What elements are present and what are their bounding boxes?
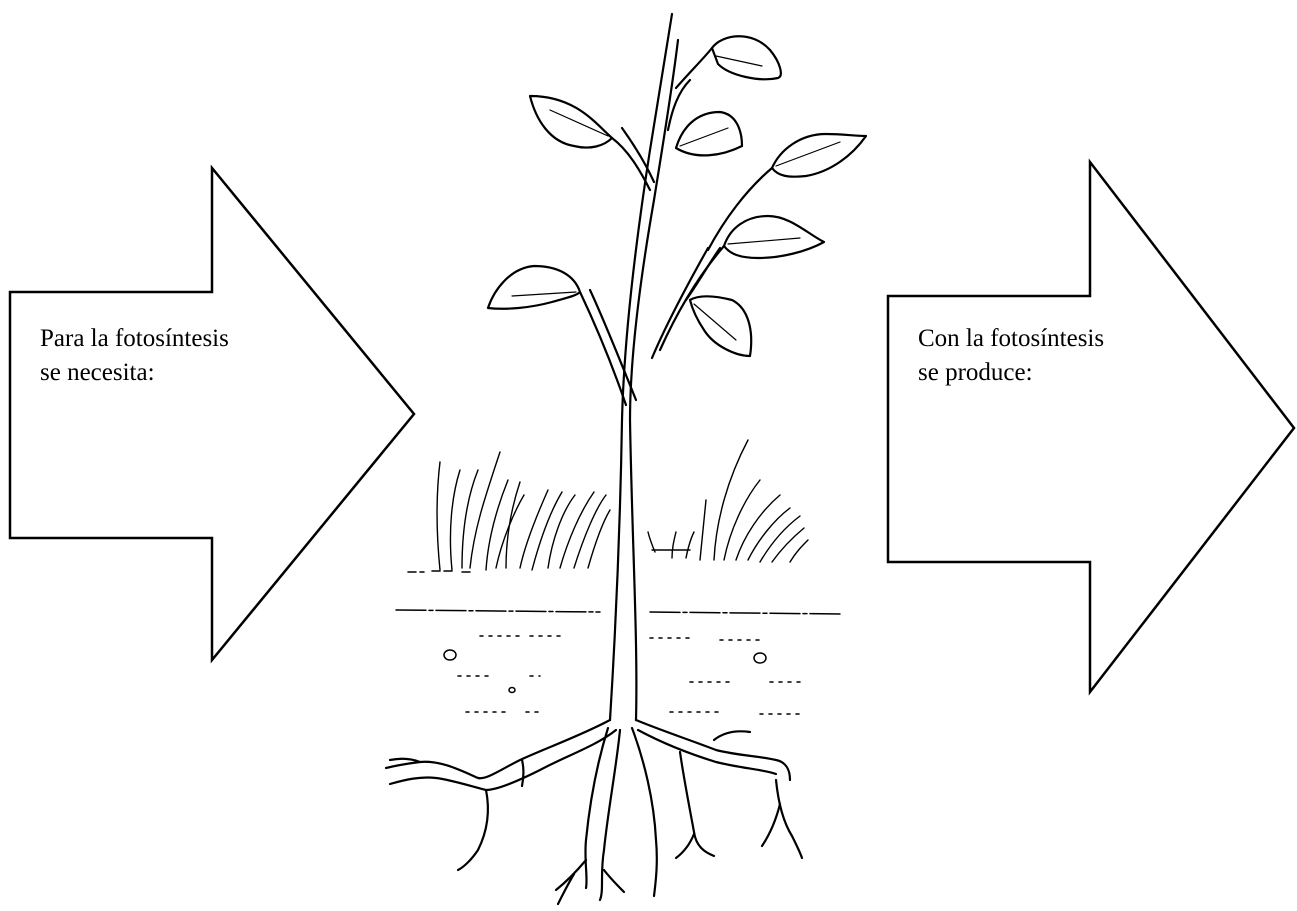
right-arrow-line-2: se produce: <box>918 359 1033 386</box>
left-arrow-line-1: Para la fotosíntesis <box>40 325 229 352</box>
leaf-icon <box>528 94 614 149</box>
left-arrow-line-2: se necesita: <box>40 359 155 386</box>
leaf-icon <box>770 132 868 178</box>
left-arrow-text: Para la fotosíntesis se necesita: <box>40 322 229 390</box>
right-arrow-line-1: Con la fotosíntesis <box>918 325 1105 352</box>
stem <box>608 12 674 722</box>
leaf-icon <box>688 295 753 358</box>
leaf-icon <box>674 110 744 157</box>
roots-icon <box>384 718 804 906</box>
grass-icon <box>436 439 809 571</box>
right-arrow-text: Con la fotosíntesis se produce: <box>918 322 1104 390</box>
plant-illustration <box>384 12 868 906</box>
soil-lines <box>395 570 841 715</box>
leaf-icon <box>486 264 582 310</box>
leaf-icon <box>722 214 826 260</box>
right-output-arrow <box>886 158 1296 696</box>
leaf-icon <box>710 35 782 81</box>
left-input-arrow <box>8 164 416 664</box>
